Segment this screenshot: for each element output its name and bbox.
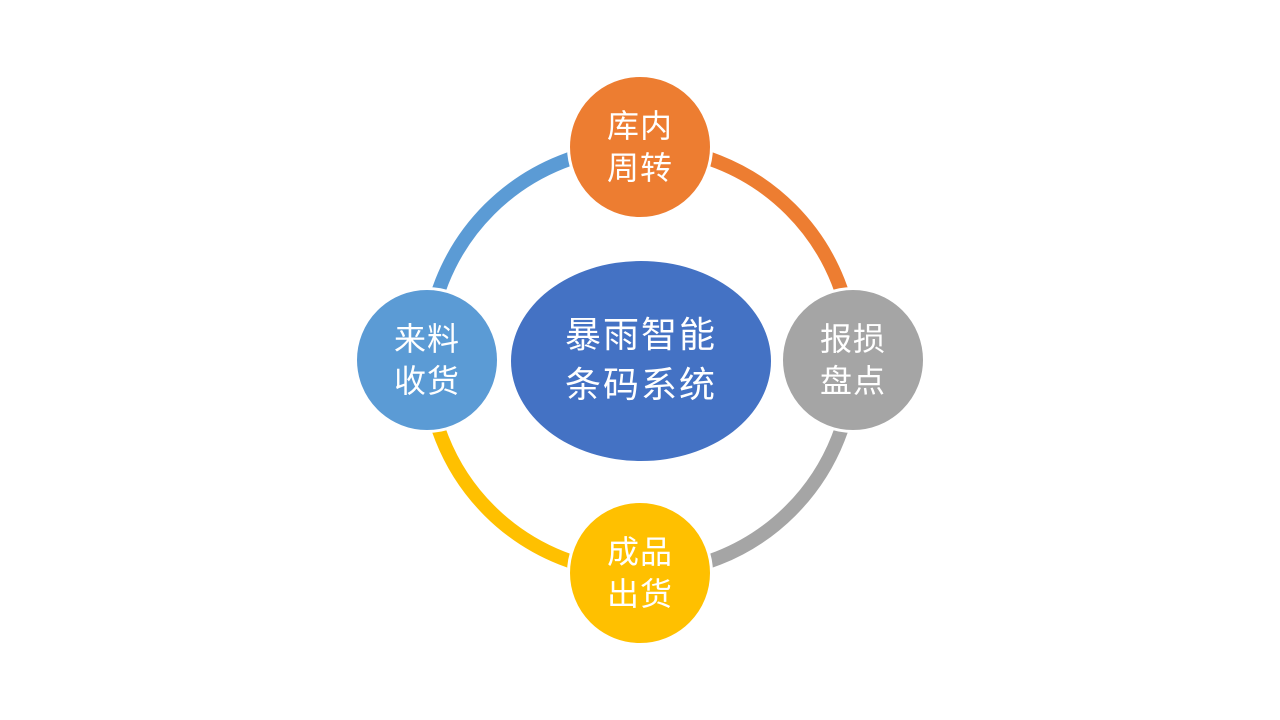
center-label-line2: 条码系统 xyxy=(564,365,717,406)
center-label-line1: 暴雨智能 xyxy=(564,315,717,356)
node-right-line2: 盘点 xyxy=(819,362,886,400)
node-right-line1: 报损 xyxy=(819,320,886,358)
center-system-node: 暴雨智能 条码系统 xyxy=(508,258,774,464)
node-top-line1: 库内 xyxy=(606,107,673,145)
node-loss-inventory: 报损 盘点 xyxy=(780,287,926,433)
node-warehouse-turnover: 库内 周转 xyxy=(567,74,713,220)
node-bottom-line1: 成品 xyxy=(606,533,673,571)
node-left-line1: 来料 xyxy=(393,320,460,358)
node-bottom-line2: 出货 xyxy=(606,575,673,613)
node-top-line2: 周转 xyxy=(606,149,673,187)
node-material-receiving: 来料 收货 xyxy=(354,287,500,433)
node-product-shipping: 成品 出货 xyxy=(567,500,713,646)
node-left-line2: 收货 xyxy=(393,362,460,400)
